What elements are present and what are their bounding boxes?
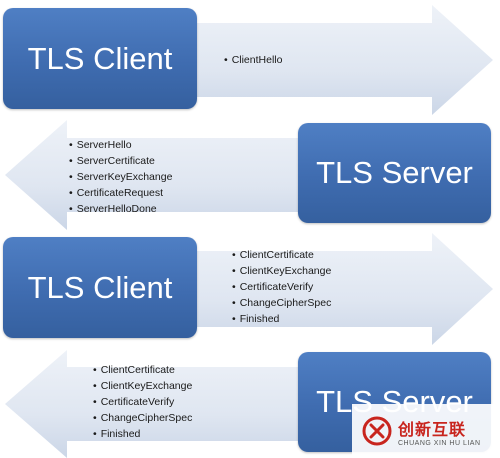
list-item: ClientKeyExchange [93, 378, 193, 394]
box-label: TLS Server [316, 155, 473, 190]
list-item: ClientHello [224, 52, 283, 68]
message-list-4: ClientCertificate ClientKeyExchange Cert… [93, 362, 193, 442]
watermark-chinese-text: 创新互联 [398, 419, 467, 439]
tls-client-box-1: TLS Client [3, 8, 197, 109]
list-item: ChangeCipherSpec [93, 410, 193, 426]
list-item: CertificateVerify [232, 279, 331, 295]
message-list-3: ClientCertificate ClientKeyExchange Cert… [232, 247, 332, 327]
list-item: ServerCertificate [69, 153, 172, 169]
list-item: Finished [232, 311, 331, 327]
list-item: ServerHello [69, 137, 172, 153]
watermark-logo-icon [362, 416, 392, 446]
tls-server-box-1: TLS Server [298, 123, 491, 223]
list-item: Finished [93, 426, 192, 442]
message-list-1: ClientHello [224, 52, 283, 68]
right-arrow-1 [160, 5, 493, 115]
box-label: TLS Client [27, 269, 173, 305]
watermark-pinyin-text: CHUANG XIN HU LIAN [398, 439, 481, 447]
watermark: 创新互联 CHUANG XIN HU LIAN [352, 404, 500, 458]
list-item: ClientCertificate [93, 362, 192, 378]
tls-client-box-2: TLS Client [3, 237, 197, 338]
list-item: ServerKeyExchange [69, 169, 173, 185]
box-label: TLS Client [27, 40, 173, 76]
list-item: ChangeCipherSpec [232, 295, 332, 311]
list-item: ClientKeyExchange [232, 263, 332, 279]
list-item: CertificateRequest [69, 185, 172, 201]
list-item: CertificateVerify [93, 394, 192, 410]
list-item: ServerHelloDone [69, 201, 172, 217]
message-list-2: ServerHello ServerCertificate ServerKeyE… [69, 137, 173, 217]
list-item: ClientCertificate [232, 247, 331, 263]
